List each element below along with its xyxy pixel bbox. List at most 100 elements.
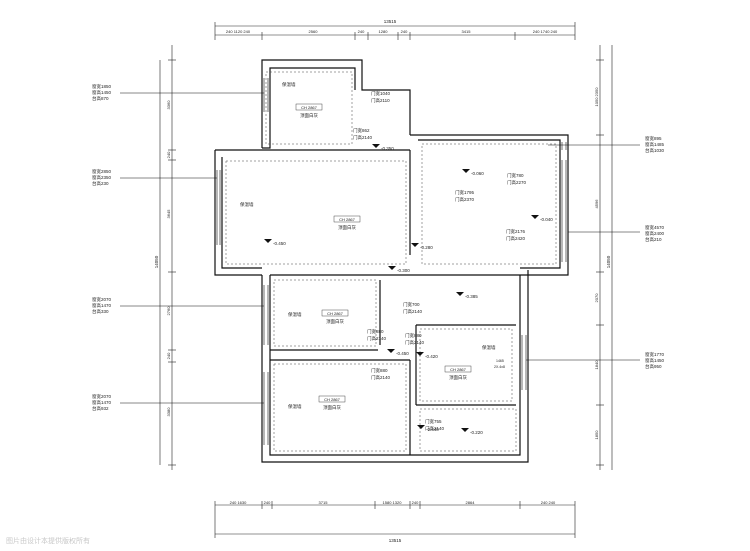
door-4-height: 门高2370: [455, 196, 475, 203]
room-1-ceiling: 顶面白灰: [300, 112, 318, 119]
door-1-width: 门宽1040: [371, 90, 391, 97]
right-seg-1: 1050 2350: [594, 87, 599, 107]
right-seg-2: 4596: [594, 199, 599, 209]
level-6: -0.300: [397, 268, 410, 273]
left-seg-3: 3645: [166, 209, 171, 219]
window-note-3-height: 窗高1470: [92, 302, 112, 309]
room-4-code-box: [318, 395, 346, 403]
level-9: -0.420: [425, 354, 438, 359]
bottom-seg-7: 240 240: [541, 500, 556, 505]
window-note-5-width: 窗宽895: [645, 135, 662, 142]
door-4-width: 门宽1795: [455, 189, 475, 196]
top-seg-2: 2560: [309, 29, 319, 34]
bottom-seg-4: 1580 1320: [383, 500, 403, 505]
window-note-1-width: 窗宽1850: [92, 83, 112, 90]
door-3-height: 门高2270: [507, 179, 527, 186]
door-8-height: 门高2140: [405, 339, 425, 346]
window-note-7-sill: 台高950: [645, 363, 662, 370]
door-8-width: 门宽880: [405, 332, 422, 339]
left-seg-1: 3360: [166, 100, 171, 110]
top-seg-3: 240: [358, 29, 365, 34]
level-8: -0.450: [396, 351, 409, 356]
door-6-width: 门宽700: [403, 301, 420, 308]
window-marks: [216, 78, 567, 445]
left-dimension-chain: [159, 45, 176, 470]
level-4: -0.450: [273, 241, 286, 246]
level-5: -0.280: [420, 245, 433, 250]
misc-mark: 1465: [496, 359, 504, 363]
level-1: -0.350: [381, 146, 394, 151]
top-total-dim: 13515: [384, 19, 397, 24]
bottom-total-dim: 13515: [389, 538, 402, 543]
top-seg-1: 240 1120 240: [226, 29, 251, 34]
door-2-width: 门宽862: [353, 127, 370, 134]
room-3-ceiling: 顶面白灰: [326, 318, 344, 325]
window-note-5-height: 窗高1485: [645, 141, 665, 148]
door-9-height: 门高2140: [371, 374, 391, 381]
room-1-wall: 保温墙: [282, 81, 296, 88]
ceiling-dashed-lines: [225, 71, 557, 452]
window-note-6-height: 窗高2400: [645, 230, 665, 237]
room-4-code: CH 2867: [324, 397, 341, 402]
right-seg-5: 1850: [594, 430, 599, 440]
watermark: 图片由设计本提供版权所有: [6, 538, 90, 545]
window-note-3-sill: 台高330: [92, 308, 109, 315]
window-note-5-sill: 台高1030: [645, 147, 665, 154]
window-note-7-width: 窗宽1770: [645, 351, 665, 358]
door-6-height: 门高2140: [403, 308, 423, 315]
door-5-height: 门高2420: [506, 235, 526, 242]
window-note-2-sill: 台高230: [92, 180, 109, 187]
window-note-4-height: 窗高1470: [92, 399, 112, 406]
right-seg-4: 1840: [594, 360, 599, 370]
door-10-height: 门高2140: [425, 425, 445, 432]
door-10-width: 门宽755: [425, 418, 442, 425]
room-2-code: CH 2867: [339, 217, 356, 222]
room-2-wall: 保温墙: [240, 201, 254, 208]
room-5-ceiling: 顶面白灰: [449, 374, 467, 381]
right-seg-3: 2070: [594, 293, 599, 303]
level-triangles: [264, 144, 539, 432]
window-note-leaders: [120, 92, 640, 404]
room-1-code: CH 2867: [301, 105, 318, 110]
room-5-code: CH 2867: [450, 367, 467, 372]
level-7: -0.385: [465, 294, 478, 299]
top-seg-5: 240: [401, 29, 408, 34]
window-note-1-height: 窗高1450: [92, 89, 112, 96]
misc-mark-2: 2X.4x8: [494, 365, 505, 369]
bottom-seg-2: 240: [264, 500, 271, 505]
bottom-seg-5: 240: [412, 500, 419, 505]
top-seg-4: 1280: [379, 29, 389, 34]
door-1-height: 门高2110: [371, 97, 390, 104]
bottom-seg-6: 2864: [466, 500, 476, 505]
window-note-3-width: 窗宽2070: [92, 296, 112, 303]
window-note-2-width: 窗宽2850: [92, 168, 112, 175]
window-note-7-height: 窗高1450: [645, 357, 665, 364]
room-3-code-box: [321, 309, 349, 317]
bottom-seg-3: 3715: [319, 500, 329, 505]
door-5-width: 门宽2176: [506, 228, 526, 235]
level-3: -0.040: [540, 217, 553, 222]
window-note-2-height: 窗高2350: [92, 174, 112, 181]
bottom-dimension-chain: [214, 501, 576, 538]
left-total-dim: 14050: [154, 255, 159, 268]
room-5-code-box: [444, 365, 472, 373]
door-9-width: 门宽880: [371, 367, 388, 374]
door-2-height: 门高2140: [353, 134, 373, 141]
window-note-4-width: 窗宽2070: [92, 393, 112, 400]
right-dimension-chain: [596, 45, 613, 470]
bottom-seg-1: 240 1630: [230, 500, 247, 505]
room-4-ceiling: 顶面白灰: [323, 404, 341, 411]
left-seg-5: 240: [166, 352, 171, 359]
room-2-ceiling: 顶面白灰: [338, 224, 356, 231]
room-3-code: CH 2867: [327, 311, 344, 316]
door-7-width: 门宽880: [367, 328, 384, 335]
top-seg-6: 3415: [462, 29, 472, 34]
room-5-wall: 保温墙: [482, 344, 496, 351]
door-7-height: 门高2140: [367, 335, 387, 342]
walls: [214, 59, 569, 463]
top-seg-7: 240 1740 240: [533, 29, 558, 34]
left-seg-6: 3380: [166, 407, 171, 417]
window-note-6-width: 窗宽4570: [645, 224, 665, 231]
right-total-dim: 14050: [606, 255, 611, 268]
